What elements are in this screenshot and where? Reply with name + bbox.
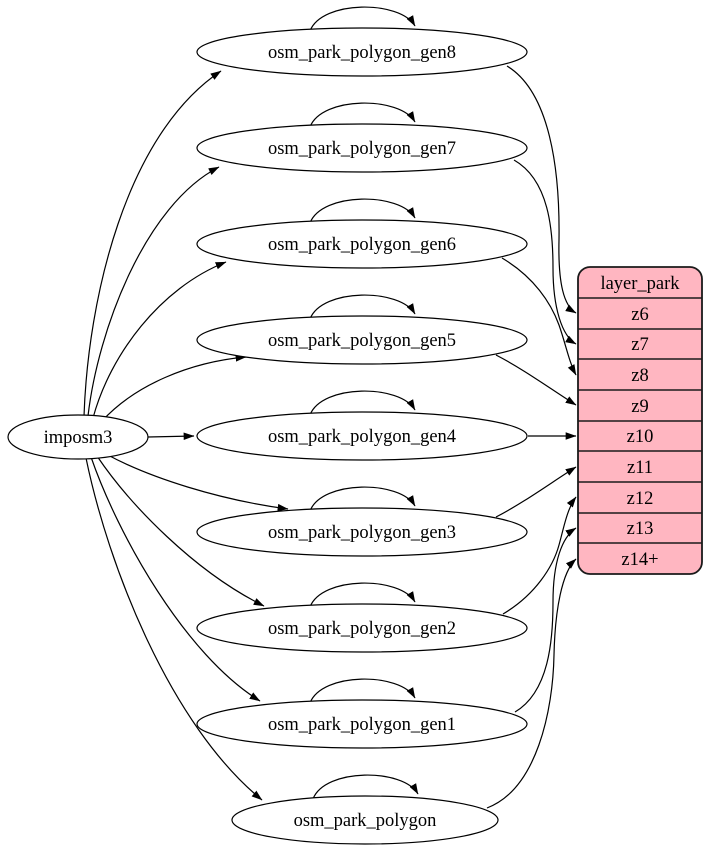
gen2-label: osm_park_polygon_gen2	[268, 619, 456, 639]
self-loop-gen1	[309, 678, 416, 704]
row-z11: z11	[627, 458, 653, 478]
node-osm-park-polygon: osm_park_polygon	[231, 795, 499, 845]
gen8-label: osm_park_polygon_gen8	[268, 43, 456, 63]
row-z6: z6	[631, 305, 648, 325]
node-osm-park-polygon-gen4: osm_park_polygon_gen4	[196, 411, 528, 461]
node-osm-park-polygon-gen2: osm_park_polygon_gen2	[196, 603, 528, 653]
layer-park-title: layer_park	[600, 274, 680, 294]
self-loop-gen3	[309, 486, 416, 512]
edge-imposm3-gen6	[92, 261, 227, 419]
edge-imposm3-gen2	[96, 455, 265, 607]
polygon-ellipse	[231, 795, 499, 845]
self-loop-gen7	[309, 102, 416, 128]
edge-gen3-z11	[495, 466, 577, 518]
row-z14plus: z14+	[621, 550, 658, 570]
edge-gen1-z13	[514, 527, 577, 713]
gen8-ellipse	[196, 27, 528, 77]
node-layer-park: layer_park z6 z7 z8 z9 z10 z11 z12 z13 z…	[577, 266, 703, 575]
self-loop-polygon	[312, 774, 419, 800]
gen5-ellipse	[196, 315, 528, 365]
edge-gen2-z12	[502, 496, 577, 615]
imposm3-label: imposm3	[44, 428, 113, 448]
node-osm-park-polygon-gen1: osm_park_polygon_gen1	[196, 699, 528, 749]
gen6-label: osm_park_polygon_gen6	[268, 235, 456, 255]
gen4-ellipse	[196, 411, 528, 461]
gen3-ellipse	[196, 507, 528, 557]
self-loop-gen8	[309, 6, 416, 32]
node-osm-park-polygon-gen3: osm_park_polygon_gen3	[196, 507, 528, 557]
self-loop-gen4	[309, 390, 416, 416]
edge-imposm3-gen7	[87, 166, 220, 417]
gen5-label: osm_park_polygon_gen5	[268, 331, 456, 351]
edge-imposm3-gen5	[101, 354, 247, 422]
edge-imposm3-polygon	[85, 457, 263, 801]
edges-from-imposm3	[83, 70, 289, 801]
gen3-label: osm_park_polygon_gen3	[268, 523, 456, 543]
node-osm-park-polygon-gen7: osm_park_polygon_gen7	[196, 123, 528, 173]
polygon-label: osm_park_polygon	[294, 811, 437, 831]
gen2-ellipse	[196, 603, 528, 653]
row-z12: z12	[627, 489, 654, 509]
gen7-ellipse	[196, 123, 528, 173]
gen4-label: osm_park_polygon_gen4	[268, 427, 456, 447]
gen7-label: osm_park_polygon_gen7	[268, 139, 456, 159]
gen6-ellipse	[196, 219, 528, 269]
gen1-ellipse	[196, 699, 528, 749]
node-osm-park-polygon-gen8: osm_park_polygon_gen8	[196, 27, 528, 77]
edge-gen6-z8	[501, 257, 577, 376]
edge-imposm3-gen8	[83, 70, 222, 417]
edge-gen7-z7	[513, 159, 577, 345]
row-z8: z8	[631, 366, 648, 386]
node-osm-park-polygon-gen6: osm_park_polygon_gen6	[196, 219, 528, 269]
self-loop-edges	[309, 6, 419, 800]
edge-imposm3-gen3	[105, 453, 289, 512]
node-imposm3: imposm3	[7, 414, 149, 460]
row-z13: z13	[627, 519, 654, 539]
self-loop-gen2	[309, 582, 416, 608]
edge-imposm3-gen4	[147, 432, 195, 440]
row-z10: z10	[627, 427, 654, 447]
edge-imposm3-gen1	[90, 456, 261, 702]
gen1-label: osm_park_polygon_gen1	[268, 715, 456, 735]
imposm3-ellipse	[7, 414, 149, 460]
row-z7: z7	[631, 335, 648, 355]
node-osm-park-polygon-gen5: osm_park_polygon_gen5	[196, 315, 528, 365]
edge-gen8-z6	[506, 65, 577, 314]
edge-polygon-z14	[486, 558, 577, 809]
row-z9: z9	[631, 397, 648, 417]
self-loop-gen5	[309, 294, 416, 320]
edge-gen5-z9	[495, 354, 577, 406]
self-loop-gen6	[309, 198, 416, 224]
edges-to-layer-park	[486, 65, 577, 809]
